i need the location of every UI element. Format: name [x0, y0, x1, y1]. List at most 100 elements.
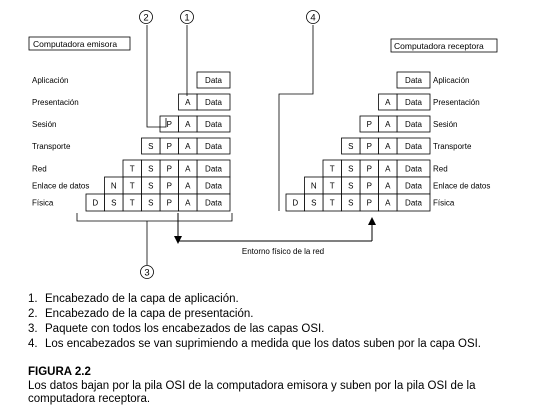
receiver-header-cell: T — [322, 159, 342, 178]
note-number: 4. — [28, 338, 38, 350]
receiver-header-cell: S — [304, 193, 324, 212]
receiver-header-cell: P — [359, 193, 379, 212]
receiver-stack: DataDataADataAPDataAPSDataAPSTDataAPSTND… — [285, 71, 431, 212]
figure-caption: FIGURA 2.2 Los datos bajan por la pila O… — [28, 366, 538, 407]
receiver-header-cell-label: Data — [405, 165, 422, 174]
sender-header-cell: Data — [196, 71, 231, 89]
receiver-header-cell-label: P — [367, 199, 372, 208]
sender-layer-label: Red — [32, 165, 47, 174]
sender-header-cell-label: S — [148, 142, 153, 151]
receiver-layer-label: Sesión — [433, 120, 457, 129]
receiver-header-cell-label: A — [385, 142, 391, 151]
note-text: Paquete con todos los encabezados de las… — [45, 323, 325, 335]
receiver-header-cell-label: T — [330, 199, 335, 208]
sender-header-cell-label: Data — [205, 98, 222, 107]
sender-header-cell-label: Data — [205, 120, 222, 129]
sender-header-cell: A — [178, 159, 198, 178]
sender-header-cell-label: P — [167, 142, 172, 151]
note-item: 2.Encabezado de la capa de presentación. — [28, 307, 481, 322]
bracket-full-packet — [76, 213, 233, 222]
sender-layer-label: Transporte — [32, 142, 71, 151]
receiver-header-cell: N — [304, 176, 324, 195]
sender-header-cell-label: A — [185, 182, 191, 191]
receiver-header-cell-label: P — [367, 165, 372, 174]
receiver-header-cell-label: S — [348, 165, 353, 174]
sender-header-cell-label: A — [185, 120, 191, 129]
sender-header-cell-label: S — [148, 182, 153, 191]
svg-text:2: 2 — [143, 13, 148, 24]
sender-header-cell: A — [178, 115, 198, 133]
receiver-header-cell-label: A — [385, 165, 391, 174]
marker-4: 4 — [306, 10, 320, 24]
sender-header-cell: P — [159, 115, 179, 133]
receiver-header-cell-label: A — [385, 120, 391, 129]
osi-encapsulation-diagram: Computadora emisora Computadora receptor… — [28, 10, 498, 279]
sender-header-cell-label: D — [92, 199, 98, 208]
receiver-header-cell-label: A — [385, 182, 391, 191]
receiver-layer-label: Física — [433, 199, 455, 208]
receiver-header-cell: Data — [396, 159, 431, 178]
sender-header-cell: A — [178, 176, 198, 195]
sender-header-cell: A — [178, 193, 198, 212]
receiver-header-cell: T — [322, 176, 342, 195]
note-text: Los encabezados se van suprimiendo a med… — [45, 338, 482, 350]
sender-header-cell-label: S — [148, 199, 153, 208]
sender-header-cell: A — [178, 137, 198, 155]
sender-header-cell: S — [141, 176, 161, 195]
receiver-header-cell: A — [378, 137, 398, 155]
sender-header-cell-label: Data — [205, 182, 222, 191]
sender-header-cell-label: A — [185, 142, 191, 151]
receiver-header-cell: A — [378, 193, 398, 212]
receiver-header-cell-label: Data — [405, 142, 422, 151]
receiver-header-cell-label: S — [348, 182, 353, 191]
marker-3: 3 — [140, 265, 154, 279]
receiver-header-cell-label: Data — [405, 182, 422, 191]
sender-layer-labels: AplicaciónPresentaciónSesiónTransporteRe… — [32, 76, 89, 208]
receiver-header-cell: P — [359, 137, 379, 155]
sender-header-cell: T — [122, 193, 142, 212]
receiver-header-cell: T — [322, 193, 342, 212]
figure-caption-text: Los datos bajan por la pila OSI de la co… — [28, 379, 476, 406]
receiver-header-cell: Data — [396, 137, 431, 155]
sender-title-box: Computadora emisora — [28, 36, 131, 51]
receiver-header-cell: A — [378, 176, 398, 195]
receiver-header-cell-label: Data — [405, 120, 422, 129]
note-item: 4. Los encabezados se van suprimiendo a m… — [28, 337, 481, 352]
receiver-header-cell-label: S — [348, 142, 353, 151]
receiver-header-cell-label: S — [311, 199, 316, 208]
sender-header-cell: Data — [196, 93, 231, 111]
sender-header-cell: D — [85, 193, 105, 212]
receiver-header-cell-label: T — [330, 182, 335, 191]
sender-header-cell-label: P — [167, 120, 172, 129]
sender-header-cell: Data — [196, 137, 231, 155]
leader-presentation-header — [146, 25, 167, 128]
receiver-header-cell: A — [378, 115, 398, 133]
receiver-layer-label: Red — [433, 165, 448, 174]
sender-header-cell-label: Data — [205, 76, 222, 85]
notes-list: 1.Encabezado de la capa de aplicación. 2… — [28, 292, 481, 352]
sender-title: Computadora emisora — [33, 39, 117, 49]
sender-header-cell-label: N — [111, 182, 117, 191]
receiver-layer-label: Aplicación — [433, 76, 469, 85]
sender-header-cell: P — [159, 193, 179, 212]
marker-1: 1 — [180, 10, 194, 24]
receiver-layer-label: Enlace de datos — [433, 182, 490, 191]
receiver-header-cell: Data — [396, 115, 431, 133]
svg-text:3: 3 — [144, 268, 149, 279]
receiver-header-cell: A — [378, 93, 398, 111]
note-item: 3. Paquete con todos los encabezados de l… — [28, 322, 481, 337]
note-number: 1. — [28, 293, 38, 305]
receiver-header-cell-label: S — [348, 199, 353, 208]
sender-header-cell-label: S — [148, 165, 153, 174]
sender-header-cell-label: A — [185, 199, 191, 208]
sender-header-cell: S — [141, 159, 161, 178]
note-item: 1.Encabezado de la capa de aplicación. — [28, 292, 481, 307]
sender-header-cell: S — [141, 193, 161, 212]
note-number: 3. — [28, 323, 38, 335]
sender-header-cell-label: A — [185, 165, 191, 174]
sender-header-cell: S — [141, 137, 161, 155]
receiver-header-cell-label: Data — [405, 76, 422, 85]
sender-header-cell-label: Data — [205, 142, 222, 151]
sender-header-cell: T — [122, 176, 142, 195]
receiver-header-cell-label: Data — [405, 98, 422, 107]
